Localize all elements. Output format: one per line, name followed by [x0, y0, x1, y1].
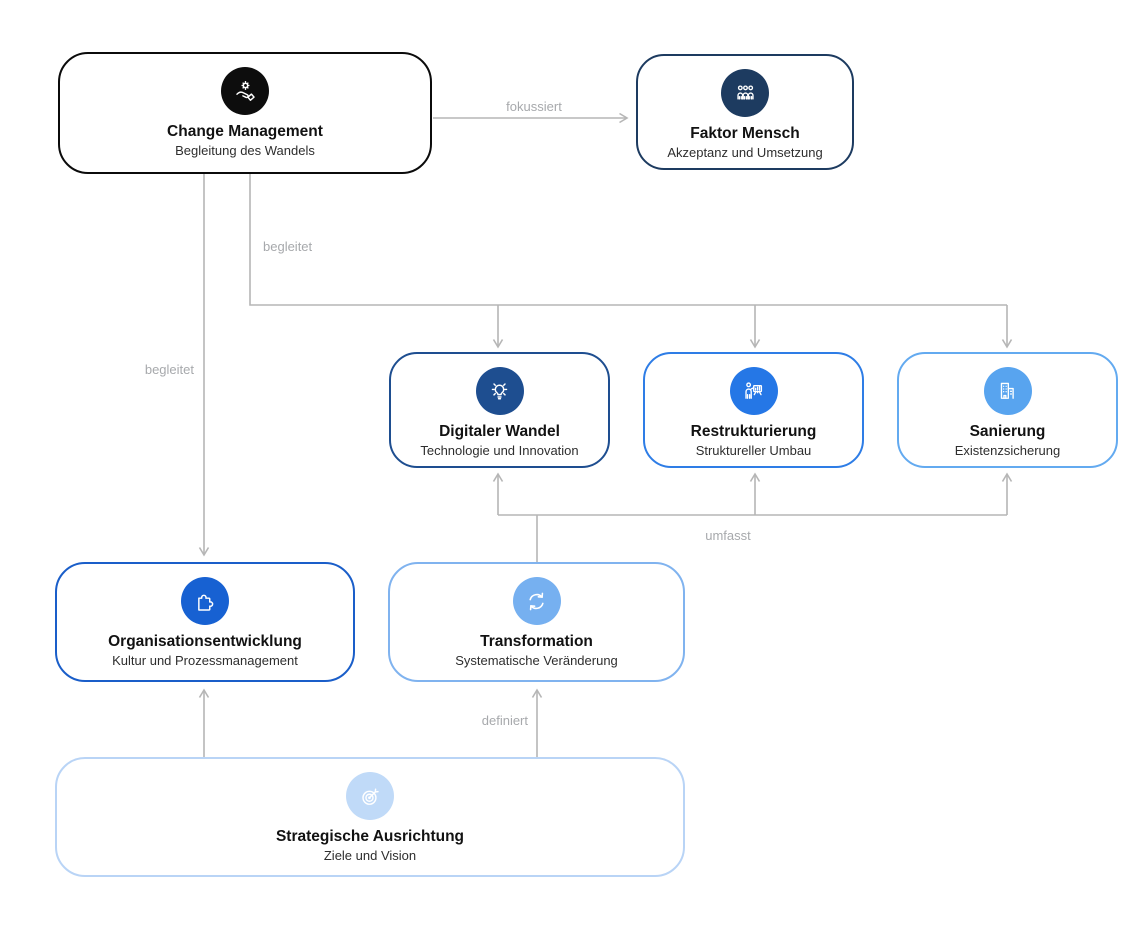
- hand-gear-icon: [221, 67, 269, 115]
- edge-label-begleitet-organisation: begleitet: [144, 362, 194, 377]
- node-subtitle: Akzeptanz und Umsetzung: [667, 145, 823, 161]
- node-title: Faktor Mensch: [690, 125, 800, 142]
- lightbulb-icon: [475, 367, 524, 415]
- edge-begleitet-bus: [249, 174, 1007, 306]
- node-title: Change Management: [167, 123, 323, 140]
- node-subtitle: Begleitung des Wandels: [175, 143, 315, 159]
- node-title: Strategische Ausrichtung: [275, 828, 465, 845]
- sync-arrows-icon: [512, 577, 561, 625]
- edge-umfasst-stem: [498, 514, 1007, 562]
- edge-label-begleitet-bus: begleitet: [263, 239, 313, 254]
- presentation-icon: [729, 367, 778, 415]
- node-sanierung: Sanierung Existenzsicherung: [897, 352, 1118, 468]
- node-transformation: Transformation Systematische Veränderung: [388, 562, 685, 682]
- building-icon: [983, 367, 1032, 415]
- node-subtitle: Existenzsicherung: [954, 443, 1061, 459]
- node-title: Digitaler Wandel: [439, 423, 560, 440]
- node-subtitle: Ziele und Vision: [323, 848, 417, 864]
- node-title: Restrukturierung: [690, 423, 817, 440]
- node-change-management: Change Management Begleitung des Wandels: [58, 52, 432, 174]
- node-digitaler-wandel: Digitaler Wandel Technologie und Innovat…: [389, 352, 610, 468]
- edge-label-umfasst: umfasst: [705, 528, 751, 543]
- node-title: Organisationsentwicklung: [108, 633, 302, 650]
- puzzle-icon: [181, 577, 229, 625]
- node-organisationsentwicklung: Organisationsentwicklung Kultur und Proz…: [55, 562, 355, 682]
- people-group-icon: [721, 69, 769, 117]
- edge-label-fokussiert: fokussiert: [506, 99, 562, 114]
- node-subtitle: Kultur und Prozessmanagement: [112, 653, 298, 669]
- node-strategische-ausrichtung: Strategische Ausrichtung Ziele und Visio…: [55, 757, 685, 877]
- edge-label-definiert: definiert: [481, 713, 528, 728]
- node-subtitle: Systematische Veränderung: [455, 653, 618, 669]
- node-faktor-mensch: Faktor Mensch Akzeptanz und Umsetzung: [636, 54, 854, 170]
- node-title: Transformation: [480, 633, 593, 650]
- node-title: Sanierung: [969, 423, 1046, 440]
- node-subtitle: Technologie und Innovation: [420, 443, 579, 459]
- node-restrukturierung: Restrukturierung Struktureller Umbau: [643, 352, 864, 468]
- node-subtitle: Struktureller Umbau: [695, 443, 812, 459]
- target-icon: [346, 772, 394, 820]
